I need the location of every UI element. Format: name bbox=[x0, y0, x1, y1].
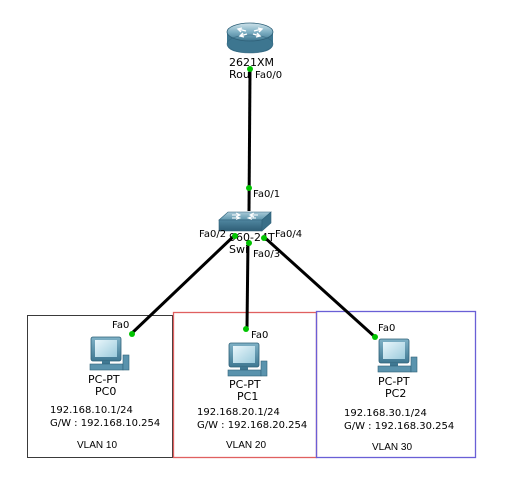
pc2-type-label: PC-PT bbox=[378, 375, 410, 388]
pc1-gw-label: G/W : 192.168.20.254 bbox=[197, 420, 307, 431]
vlan10-box bbox=[27, 315, 173, 458]
link-switch-pc0[interactable] bbox=[129, 232, 238, 336]
switch-uplink-label: Fa0/1 bbox=[253, 189, 280, 200]
router-name-label: Rou bbox=[229, 68, 250, 81]
pc2-port-label: Fa0 bbox=[378, 323, 395, 334]
pc0-port-light bbox=[129, 331, 135, 337]
pc-icon bbox=[227, 342, 268, 377]
pc-icon bbox=[377, 338, 418, 373]
vlan30-box bbox=[315, 310, 477, 459]
pc1-name-label: PC1 bbox=[237, 390, 258, 403]
router-device[interactable]: 2621XM Rou bbox=[226, 22, 274, 81]
vlan30-label: VLAN 30 bbox=[372, 442, 412, 453]
switch-port-pc0-light bbox=[232, 233, 238, 239]
router-model-label: 2621XM bbox=[229, 56, 274, 69]
pc0-device[interactable]: Fa0 PC-PT PC0 192.168.10.1/24 G/W : 192.… bbox=[48, 320, 160, 429]
link-switch-pc2[interactable] bbox=[261, 234, 377, 339]
pc1-ip-label: 192.168.20.1/24 bbox=[197, 407, 280, 418]
switch-port-pc2-light bbox=[261, 235, 267, 241]
pc1-port-light bbox=[243, 326, 249, 332]
pc0-port-label: Fa0 bbox=[112, 320, 129, 331]
vlan10-label: VLAN 10 bbox=[77, 440, 117, 451]
pc0-ip-label: 192.168.10.1/24 bbox=[50, 405, 133, 416]
pc2-name-label: PC2 bbox=[385, 387, 406, 400]
switch-uplink-light bbox=[246, 185, 252, 191]
router-port-label: Fa0/0 bbox=[255, 70, 282, 81]
pc2-device[interactable]: Fa0 PC-PT PC2 192.168.30.1/24 G/W : 192.… bbox=[342, 323, 457, 432]
pc2-ip-label: 192.168.30.1/24 bbox=[344, 408, 427, 419]
pc0-name-label: PC0 bbox=[95, 385, 116, 398]
pc1-type-label: PC-PT bbox=[229, 378, 261, 391]
vlan20-label: VLAN 20 bbox=[226, 440, 266, 451]
pc1-device[interactable]: Fa0 PC-PT PC1 192.168.20.1/24 G/W : 192.… bbox=[195, 326, 311, 431]
switch-icon bbox=[218, 211, 272, 232]
switch-port-pc0-label: Fa0/2 bbox=[199, 229, 226, 240]
pc2-port-light bbox=[372, 334, 378, 340]
switch-port-pc2-label: Fa0/4 bbox=[275, 229, 302, 240]
pc0-type-label: PC-PT bbox=[88, 373, 120, 386]
switch-port-pc1-light bbox=[246, 240, 252, 246]
router-port-light bbox=[247, 66, 253, 72]
pc2-gw-label: G/W : 192.168.30.254 bbox=[344, 421, 454, 432]
pc-icon bbox=[89, 336, 130, 371]
switch-name-label: Swi bbox=[229, 243, 248, 256]
switch-port-pc1-label: Fa0/3 bbox=[253, 249, 280, 260]
link-switch-pc1[interactable] bbox=[245, 239, 250, 329]
pc0-gw-label: G/W : 192.168.10.254 bbox=[50, 418, 160, 429]
pc1-port-label: Fa0 bbox=[251, 330, 268, 341]
router-icon bbox=[226, 22, 274, 54]
